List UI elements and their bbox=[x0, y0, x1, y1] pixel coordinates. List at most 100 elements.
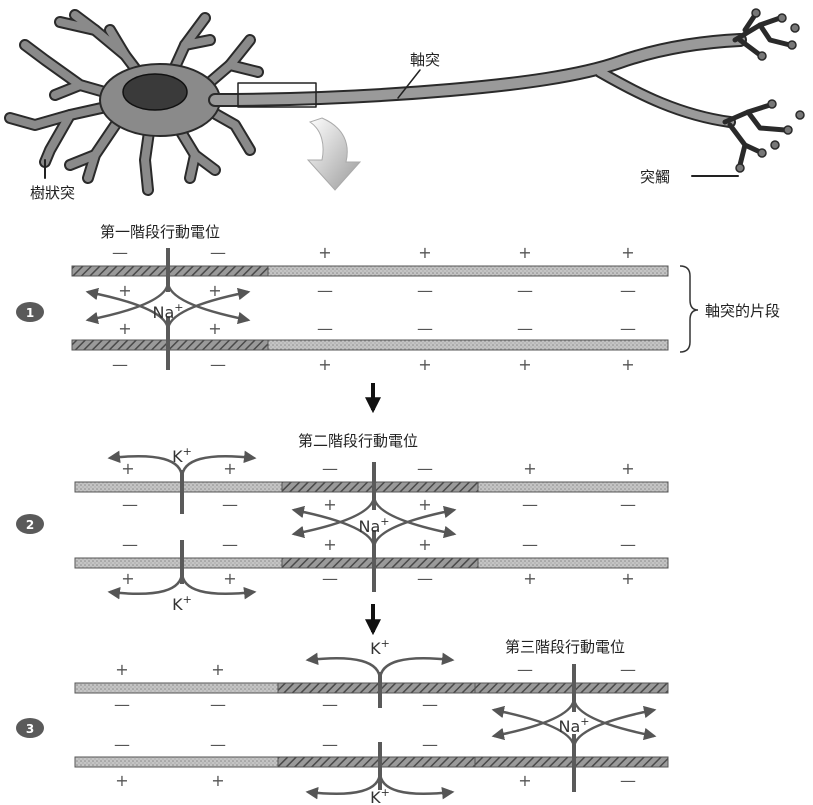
stage3-sign-inner-top-2: — bbox=[322, 695, 338, 714]
segment-brace bbox=[680, 266, 698, 352]
step-2-number: 2 bbox=[26, 518, 34, 532]
stage2-sign-outer-top-2: — bbox=[322, 459, 338, 478]
stage3-membrane-bottom-rest bbox=[75, 757, 278, 767]
stage3-k-arrow-bottom-right bbox=[380, 772, 452, 794]
zoom-arrow bbox=[308, 118, 360, 190]
stage2-title: 第二階段行動電位 bbox=[298, 432, 418, 450]
stage2-k-label-bottom: K+ bbox=[172, 593, 192, 614]
terminal-label: 突觸 bbox=[640, 168, 670, 186]
stage2-membrane-top-rest-right bbox=[478, 482, 668, 492]
stage2-sign-outer-bottom-4: + bbox=[523, 569, 536, 588]
segment-label: 軸突的片段 bbox=[705, 302, 780, 320]
dendrite-label: 樹狀突 bbox=[30, 184, 75, 202]
stage2-membrane-top-rest-left bbox=[75, 482, 282, 492]
stage3-k-label-bottom: K+ bbox=[370, 786, 390, 805]
stage1-sign-inner-bottom-4: — bbox=[517, 319, 533, 338]
axon-terminals bbox=[725, 15, 790, 165]
stage1-sign-inner-top-0: + bbox=[118, 281, 131, 300]
stage3-sign-outer-top-3: — bbox=[620, 660, 636, 679]
stage1-sign-outer-bottom-2: + bbox=[318, 355, 331, 374]
stage2-sign-outer-bottom-1: + bbox=[223, 569, 236, 588]
stage1-na-label: Na+ bbox=[153, 301, 184, 322]
stage1-sign-inner-top-1: + bbox=[208, 281, 221, 300]
stage3-sign-inner-bottom-0: — bbox=[114, 735, 130, 754]
stage2-sign-inner-bottom-2: + bbox=[323, 535, 336, 554]
stage2-sign-inner-top-2: + bbox=[323, 495, 336, 514]
step-1-number: 1 bbox=[26, 306, 34, 320]
stage1-sign-inner-bottom-5: — bbox=[620, 319, 636, 338]
stage1-sign-inner-bottom-3: — bbox=[417, 319, 433, 338]
stage2-k-arrow-top-right bbox=[182, 456, 254, 478]
stage2-membrane-bottom-rest-right bbox=[478, 558, 668, 568]
stage1-sign-inner-top-4: — bbox=[517, 281, 533, 300]
axon bbox=[215, 40, 740, 122]
stage1-sign-outer-top-1: — bbox=[210, 243, 226, 262]
stage1-sign-outer-bottom-0: — bbox=[112, 355, 128, 374]
stage3-membrane-bottom-active-mid bbox=[278, 757, 475, 767]
stage3-membrane-top-active-right bbox=[475, 683, 668, 693]
stage2-sign-outer-top-4: + bbox=[523, 459, 536, 478]
stage1-sign-outer-top-2: + bbox=[318, 243, 331, 262]
stage2-sign-outer-top-1: + bbox=[223, 459, 236, 478]
stage2-sign-inner-bottom-0: — bbox=[122, 535, 138, 554]
stage1-sign-outer-top-0: — bbox=[112, 243, 128, 262]
stage2-membrane-bottom-rest-left bbox=[75, 558, 282, 568]
stage3-k-arrow-top-left bbox=[308, 658, 380, 680]
stage2-sign-inner-top-0: — bbox=[122, 495, 138, 514]
stage2-sign-inner-top-4: — bbox=[522, 495, 538, 514]
stage3-sign-outer-bottom-2: + bbox=[518, 771, 531, 790]
stage2-sign-outer-top-3: — bbox=[417, 459, 433, 478]
stage3-sign-inner-bottom-2: — bbox=[322, 735, 338, 754]
stage1-sign-outer-bottom-5: + bbox=[621, 355, 634, 374]
stage2-sign-outer-bottom-3: — bbox=[417, 569, 433, 588]
stage1-sign-inner-bottom-1: + bbox=[208, 319, 221, 338]
stage1-sign-outer-top-3: + bbox=[418, 243, 431, 262]
stage3-sign-inner-top-3: — bbox=[422, 695, 438, 714]
stage2-sign-inner-bottom-5: — bbox=[620, 535, 636, 554]
stage2-sign-outer-top-5: + bbox=[621, 459, 634, 478]
stage3-sign-outer-bottom-0: + bbox=[115, 771, 128, 790]
stage3-sign-outer-top-1: + bbox=[211, 660, 224, 679]
stage2-sign-outer-bottom-5: + bbox=[621, 569, 634, 588]
stage2-membrane-top-active bbox=[282, 482, 478, 492]
stage1-sign-inner-top-5: — bbox=[620, 281, 636, 300]
stage3-membrane-top-active-mid bbox=[278, 683, 475, 693]
stage1-sign-inner-bottom-0: + bbox=[118, 319, 131, 338]
step-3-number: 3 bbox=[26, 722, 34, 736]
stage2-sign-outer-bottom-2: — bbox=[322, 569, 338, 588]
stage3-membrane-bottom-active-right bbox=[475, 757, 668, 767]
stage1-sign-outer-bottom-4: + bbox=[518, 355, 531, 374]
stage2-sign-inner-top-1: — bbox=[222, 495, 238, 514]
stage3-sign-outer-bottom-1: + bbox=[211, 771, 224, 790]
stage3-sign-inner-top-0: — bbox=[114, 695, 130, 714]
stage2-sign-outer-bottom-0: + bbox=[121, 569, 134, 588]
stage3-k-arrow-top-right bbox=[380, 658, 452, 680]
stage1-sign-inner-top-3: — bbox=[417, 281, 433, 300]
stage1-membrane-bottom-rest bbox=[268, 340, 668, 350]
stage1-sign-outer-top-5: + bbox=[621, 243, 634, 262]
stage3-sign-inner-bottom-1: — bbox=[210, 735, 226, 754]
stage1-sign-outer-bottom-3: + bbox=[418, 355, 431, 374]
stage3-sign-inner-bottom-3: — bbox=[422, 735, 438, 754]
stage3-title: 第三階段行動電位 bbox=[505, 638, 625, 656]
axon-label: 軸突 bbox=[410, 51, 440, 69]
stage2-sign-inner-top-3: + bbox=[418, 495, 431, 514]
stage2-sign-inner-bottom-4: — bbox=[522, 535, 538, 554]
stage2-sign-inner-top-5: — bbox=[620, 495, 636, 514]
stage3-sign-outer-top-0: + bbox=[115, 660, 128, 679]
stage2-sign-outer-top-0: + bbox=[121, 459, 134, 478]
axon-segments: Na+——++++++————++——————++++K+K+Na+++——++… bbox=[72, 243, 668, 805]
stage3-sign-inner-top-1: — bbox=[210, 695, 226, 714]
stage3-sign-outer-top-2: — bbox=[517, 660, 533, 679]
stage1-sign-inner-bottom-2: — bbox=[317, 319, 333, 338]
stage3-k-label-top: K+ bbox=[370, 637, 390, 658]
stage3-sign-outer-bottom-3: — bbox=[620, 771, 636, 790]
stage1-sign-outer-top-4: + bbox=[518, 243, 531, 262]
stage1-sign-outer-bottom-1: — bbox=[210, 355, 226, 374]
nucleus bbox=[123, 74, 187, 110]
stage1-membrane-top-rest bbox=[268, 266, 668, 276]
stage3-membrane-top-rest bbox=[75, 683, 278, 693]
stage2-k-arrow-bottom-right bbox=[182, 572, 254, 594]
stage1-title: 第一階段行動電位 bbox=[100, 223, 220, 241]
